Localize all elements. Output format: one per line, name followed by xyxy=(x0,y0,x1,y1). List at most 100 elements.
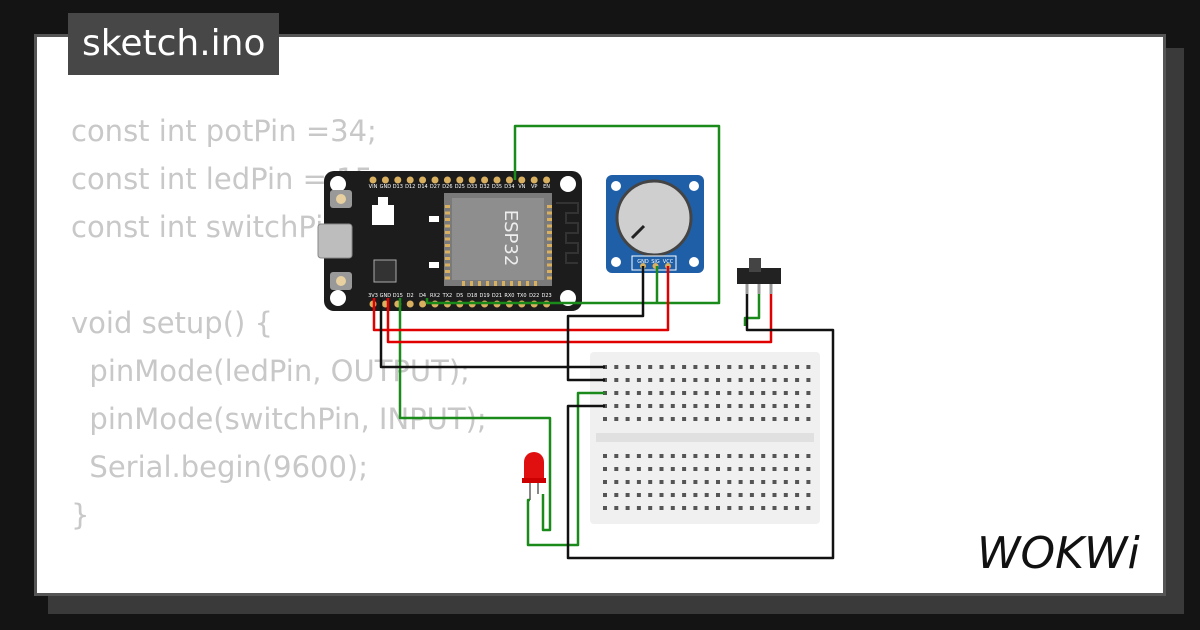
breadboard-hole[interactable] xyxy=(682,378,687,382)
breadboard-hole[interactable] xyxy=(761,506,766,510)
breadboard-hole[interactable] xyxy=(795,404,800,408)
breadboard-hole[interactable] xyxy=(693,480,698,484)
breadboard-hole[interactable] xyxy=(614,404,619,408)
breadboard-hole[interactable] xyxy=(772,365,777,369)
breadboard-hole[interactable] xyxy=(727,493,732,497)
breadboard-hole[interactable] xyxy=(603,506,607,510)
breadboard-hole[interactable] xyxy=(693,404,698,408)
breadboard-hole[interactable] xyxy=(614,365,619,369)
breadboard-hole[interactable] xyxy=(636,404,641,408)
breadboard-hole[interactable] xyxy=(670,493,675,497)
esp32-pin[interactable] xyxy=(456,176,464,184)
breadboard-hole[interactable] xyxy=(625,378,630,382)
breadboard-hole[interactable] xyxy=(614,417,619,421)
breadboard-hole[interactable] xyxy=(806,404,811,408)
breadboard-hole[interactable] xyxy=(738,378,743,382)
breadboard-hole[interactable] xyxy=(648,493,653,497)
breadboard-hole[interactable] xyxy=(772,506,777,510)
breadboard-hole[interactable] xyxy=(761,454,766,458)
breadboard-hole[interactable] xyxy=(716,417,720,421)
breadboard-hole[interactable] xyxy=(704,493,709,497)
breadboard-hole[interactable] xyxy=(806,378,811,382)
breadboard-hole[interactable] xyxy=(761,391,766,395)
esp32-pin[interactable] xyxy=(443,176,451,184)
breadboard-hole[interactable] xyxy=(636,378,641,382)
breadboard-hole[interactable] xyxy=(614,480,619,484)
esp32-pin[interactable] xyxy=(493,176,501,184)
breadboard-hole[interactable] xyxy=(738,391,743,395)
breadboard-hole[interactable] xyxy=(772,417,777,421)
breadboard-hole[interactable] xyxy=(670,417,675,421)
breadboard-hole[interactable] xyxy=(783,365,788,369)
breadboard-hole[interactable] xyxy=(727,454,732,458)
breadboard-hole[interactable] xyxy=(704,467,709,471)
breadboard-hole[interactable] xyxy=(636,480,641,484)
breadboard-hole[interactable] xyxy=(772,404,777,408)
breadboard-hole[interactable] xyxy=(795,417,800,421)
breadboard-hole[interactable] xyxy=(727,391,732,395)
esp32-pin[interactable] xyxy=(530,176,538,184)
file-tab[interactable]: sketch.ino xyxy=(68,13,280,75)
breadboard-hole[interactable] xyxy=(727,467,732,471)
breadboard-hole[interactable] xyxy=(716,493,720,497)
breadboard-hole[interactable] xyxy=(648,404,653,408)
breadboard-hole[interactable] xyxy=(648,417,653,421)
breadboard-hole[interactable] xyxy=(625,365,630,369)
breadboard-hole[interactable] xyxy=(693,467,698,471)
breadboard-hole[interactable] xyxy=(749,365,754,369)
breadboard-hole[interactable] xyxy=(795,391,800,395)
breadboard-hole[interactable] xyxy=(795,365,800,369)
breadboard-hole[interactable] xyxy=(670,378,675,382)
esp32-pin[interactable] xyxy=(468,176,476,184)
breadboard-hole[interactable] xyxy=(749,454,754,458)
breadboard-hole[interactable] xyxy=(648,454,653,458)
esp32-pin[interactable] xyxy=(381,176,389,184)
breadboard-hole[interactable] xyxy=(636,454,641,458)
breadboard-hole[interactable] xyxy=(795,378,800,382)
breadboard-hole[interactable] xyxy=(716,467,720,471)
slide-switch[interactable] xyxy=(737,258,781,294)
breadboard-hole[interactable] xyxy=(648,365,653,369)
breadboard-hole[interactable] xyxy=(772,391,777,395)
breadboard-hole[interactable] xyxy=(783,378,788,382)
breadboard-hole[interactable] xyxy=(693,454,698,458)
breadboard-hole[interactable] xyxy=(636,417,641,421)
breadboard-hole[interactable] xyxy=(603,480,607,484)
breadboard-hole[interactable] xyxy=(636,467,641,471)
breadboard-hole[interactable] xyxy=(727,378,732,382)
breadboard-hole[interactable] xyxy=(659,378,664,382)
breadboard-hole[interactable] xyxy=(659,506,664,510)
breadboard-hole[interactable] xyxy=(670,391,675,395)
breadboard-hole[interactable] xyxy=(614,454,619,458)
breadboard-hole[interactable] xyxy=(749,467,754,471)
breadboard-hole[interactable] xyxy=(783,480,788,484)
breadboard-hole[interactable] xyxy=(761,378,766,382)
breadboard-hole[interactable] xyxy=(693,417,698,421)
breadboard-hole[interactable] xyxy=(761,404,766,408)
breadboard-hole[interactable] xyxy=(795,506,800,510)
breadboard-hole[interactable] xyxy=(659,454,664,458)
breadboard-hole[interactable] xyxy=(761,480,766,484)
breadboard-hole[interactable] xyxy=(693,378,698,382)
breadboard-hole[interactable] xyxy=(682,365,687,369)
esp32-pin[interactable] xyxy=(481,176,489,184)
breadboard-hole[interactable] xyxy=(659,365,664,369)
breadboard-hole[interactable] xyxy=(738,404,743,408)
breadboard-hole[interactable] xyxy=(761,467,766,471)
breadboard-hole[interactable] xyxy=(716,506,720,510)
breadboard-hole[interactable] xyxy=(772,493,777,497)
breadboard-hole[interactable] xyxy=(806,506,811,510)
breadboard-hole[interactable] xyxy=(716,454,720,458)
breadboard-hole[interactable] xyxy=(636,493,641,497)
breadboard-hole[interactable] xyxy=(648,467,653,471)
breadboard-hole[interactable] xyxy=(806,417,811,421)
breadboard-hole[interactable] xyxy=(795,480,800,484)
breadboard-hole[interactable] xyxy=(693,391,698,395)
esp32-pin[interactable] xyxy=(419,176,427,184)
breadboard-hole[interactable] xyxy=(625,391,630,395)
breadboard-hole[interactable] xyxy=(704,404,709,408)
esp32-pin[interactable] xyxy=(369,176,377,184)
breadboard-hole[interactable] xyxy=(625,454,630,458)
breadboard-hole[interactable] xyxy=(614,506,619,510)
breadboard-hole[interactable] xyxy=(783,417,788,421)
